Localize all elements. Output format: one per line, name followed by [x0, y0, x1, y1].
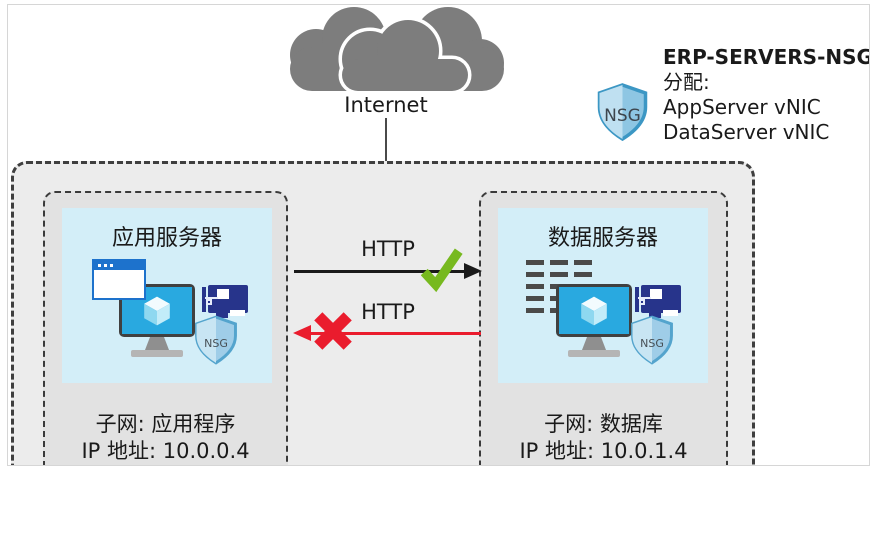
http-denied-label: HTTP: [361, 300, 415, 324]
app-server-panel: 应用服务器: [62, 208, 272, 383]
nsg-shield-label: NSG: [640, 337, 664, 350]
data-server-panel: 数据服务器: [498, 208, 708, 383]
nsg-callout-assignment: AppServer vNIC: [663, 95, 821, 119]
nsg-shield-icon: NSG: [597, 83, 648, 141]
vm-monitor-icon: [556, 284, 632, 357]
diagram-frame: Internet NSG ERP-SERVERS-NSG 分配: AppServ…: [7, 4, 870, 466]
nsg-callout-title: ERP-SERVERS-NSG: [663, 45, 870, 69]
subnet-app-caption: 子网: 应用程序 IP 地址: 10.0.0.4: [45, 411, 286, 465]
internet-label: Internet: [344, 93, 428, 117]
subnet-app-label: 子网: 应用程序: [95, 412, 236, 436]
subnet-app-ip: IP 地址: 10.0.0.4: [81, 439, 250, 463]
nic-icon: [635, 285, 681, 319]
subnet-data-ip: IP 地址: 10.0.1.4: [519, 439, 688, 463]
http-allowed-arrowhead: [464, 263, 482, 279]
data-server-title: 数据服务器: [547, 226, 658, 251]
nsg-shield-label: NSG: [604, 106, 641, 126]
http-allowed-label: HTTP: [361, 237, 415, 261]
nsg-shield-icon: NSG: [195, 315, 237, 365]
subnet-app: 应用服务器: [43, 191, 288, 465]
vm-cube-icon: [581, 296, 607, 325]
nic-icon: [202, 285, 248, 319]
http-allowed-arrow: [294, 270, 466, 273]
internet-connector-line: [385, 118, 387, 162]
internet-cloud-icon: [290, 7, 504, 91]
nsg-callout-assignment: DataServer vNIC: [663, 120, 830, 144]
app-window-icon: [92, 259, 146, 300]
allowed-check-icon: [421, 248, 463, 293]
app-server-title: 应用服务器: [111, 226, 222, 251]
denied-x-icon: [314, 312, 352, 350]
http-denied-arrow: [307, 332, 481, 335]
http-denied-arrowhead: [293, 325, 311, 341]
subnet-data-label: 子网: 数据库: [544, 412, 663, 436]
subnet-data-caption: 子网: 数据库 IP 地址: 10.0.1.4: [481, 411, 726, 465]
nsg-callout: ERP-SERVERS-NSG 分配: AppServer vNIC DataS…: [663, 45, 870, 145]
subnet-data: 数据服务器: [479, 191, 728, 465]
nsg-shield-icon: NSG: [631, 315, 673, 365]
vm-cube-icon: [144, 296, 170, 325]
nsg-callout-assigned: 分配:: [663, 70, 710, 94]
nsg-shield-label: NSG: [204, 337, 228, 350]
